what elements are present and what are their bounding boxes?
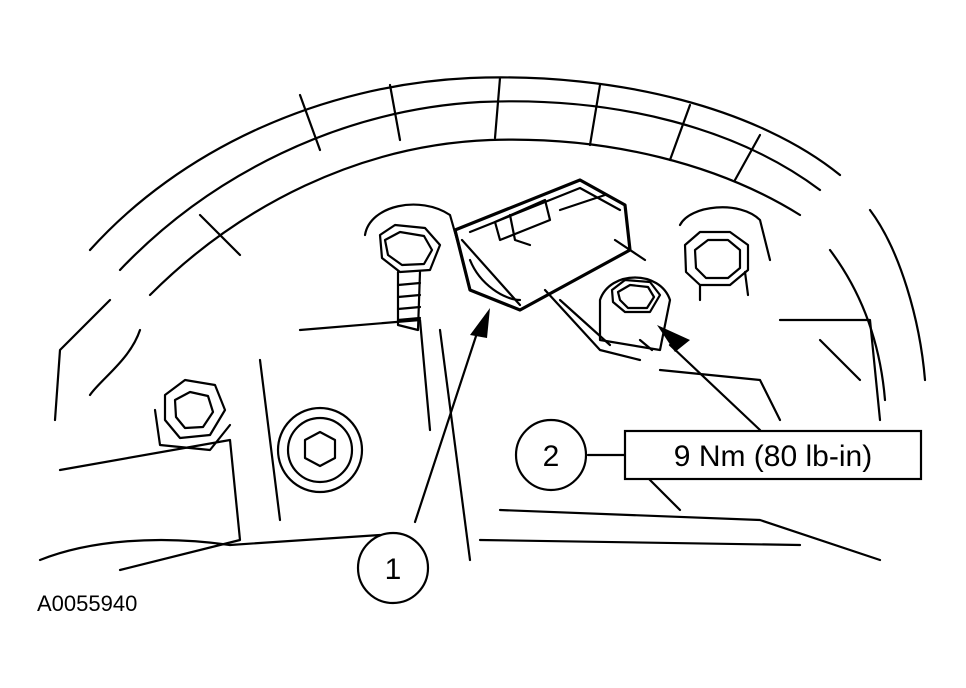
sensor-connector: [453, 178, 647, 362]
arrowhead-2: [657, 325, 690, 352]
callout-2-number: 2: [543, 440, 560, 473]
figure-id-label: A0055940: [37, 591, 137, 616]
bolt-upper-right: [678, 206, 772, 302]
callout-2: 2: [514, 418, 588, 492]
torque-spec-box: 9 Nm (80 lb-in): [623, 429, 923, 481]
leader-line-2: [638, 338, 762, 432]
housing-outline: [53, 76, 927, 422]
drain-plug: [276, 406, 364, 494]
callout-1-number: 1: [385, 553, 402, 586]
torque-spec-text: 9 Nm (80 lb-in): [674, 440, 872, 473]
arrowhead-1: [470, 308, 490, 338]
stud-bolt: [363, 203, 462, 332]
sensor-bolt: [598, 276, 672, 352]
callout-1: 1: [356, 531, 430, 605]
leader-line-1: [413, 328, 480, 524]
bolt-lower-left: [153, 378, 232, 452]
